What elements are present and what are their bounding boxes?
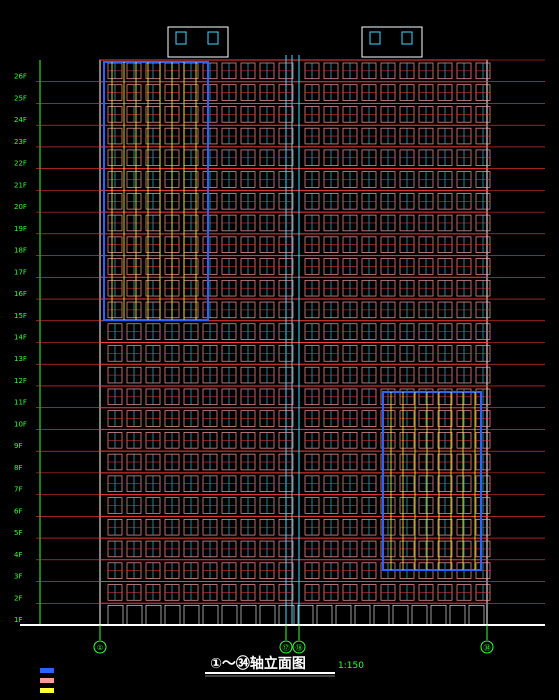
axis-bubbles: ① ⑰ ⑱ ㉞ — [93, 625, 494, 654]
roof-box-left — [167, 26, 229, 58]
floor-label: 18F — [14, 247, 27, 255]
legend-swatch-2 — [40, 678, 54, 683]
floor-label: 14F — [14, 334, 27, 342]
drawing-title-block: ①～㉞轴立面图 1:150 — [205, 655, 364, 677]
floor-label: 21F — [14, 181, 27, 189]
floor-label: 13F — [14, 355, 27, 363]
floor-level-ruler: 1F 2F 3F 4F 5F 6F 7F 8F 9F 10F 11F 12F 13F 14F 15F 16F 1… — [14, 60, 100, 626]
floor-label: 25F — [14, 94, 27, 102]
floor-label: 26F — [14, 73, 27, 81]
axis-label-left: ① — [97, 644, 103, 652]
legend — [40, 668, 54, 693]
roof-box-right — [361, 26, 423, 58]
roof-window — [207, 31, 219, 45]
axis-bubble-right: ㉞ — [480, 625, 494, 654]
floor-label: 24F — [14, 116, 27, 124]
axis-label-right: ㉞ — [484, 644, 491, 652]
axis-label-mid-a: ⑰ — [283, 644, 290, 652]
floor-label: 16F — [14, 290, 27, 298]
floor-label: 20F — [14, 203, 27, 211]
roof-window — [369, 31, 381, 45]
roof-window — [401, 31, 413, 45]
floor-label: 1F — [14, 616, 22, 624]
axis-label-mid-b: ⑱ — [296, 644, 303, 652]
floor-label: 19F — [14, 225, 27, 233]
right-dimension-lines — [487, 59, 545, 626]
floor-label: 22F — [14, 160, 27, 168]
facade — [99, 55, 488, 626]
floor-label: 4F — [14, 551, 22, 559]
floor-label: 6F — [14, 507, 22, 515]
axis-bubble-mid-b: ⑱ — [292, 625, 306, 654]
roof-stair-boxes — [167, 26, 423, 58]
floor-label: 11F — [14, 399, 27, 407]
floor-label: 8F — [14, 464, 22, 472]
floor-label: 15F — [14, 312, 27, 320]
floor-label: 5F — [14, 529, 22, 537]
floor-label: 10F — [14, 420, 27, 428]
floor-label: 2F — [14, 594, 22, 602]
windows — [103, 61, 491, 601]
floor-label: 23F — [14, 138, 27, 146]
floor-label: 7F — [14, 486, 22, 494]
drawing-scale: 1:150 — [338, 661, 364, 671]
curtain-wall-lower-right — [382, 391, 482, 571]
drawing-title: ①～㉞轴立面图 — [210, 655, 306, 672]
legend-swatch-3 — [40, 688, 54, 693]
roof-window — [175, 31, 187, 45]
curtain-wall-upper-left — [103, 61, 209, 321]
legend-swatch-1 — [40, 668, 54, 673]
floor-label: 17F — [14, 268, 27, 276]
floor-label: 12F — [14, 377, 27, 385]
axis-bubble-mid-a: ⑰ — [279, 625, 293, 654]
floor-label: 9F — [14, 442, 22, 450]
floor-label: 3F — [14, 573, 22, 581]
axis-bubble-left: ① — [93, 625, 107, 654]
